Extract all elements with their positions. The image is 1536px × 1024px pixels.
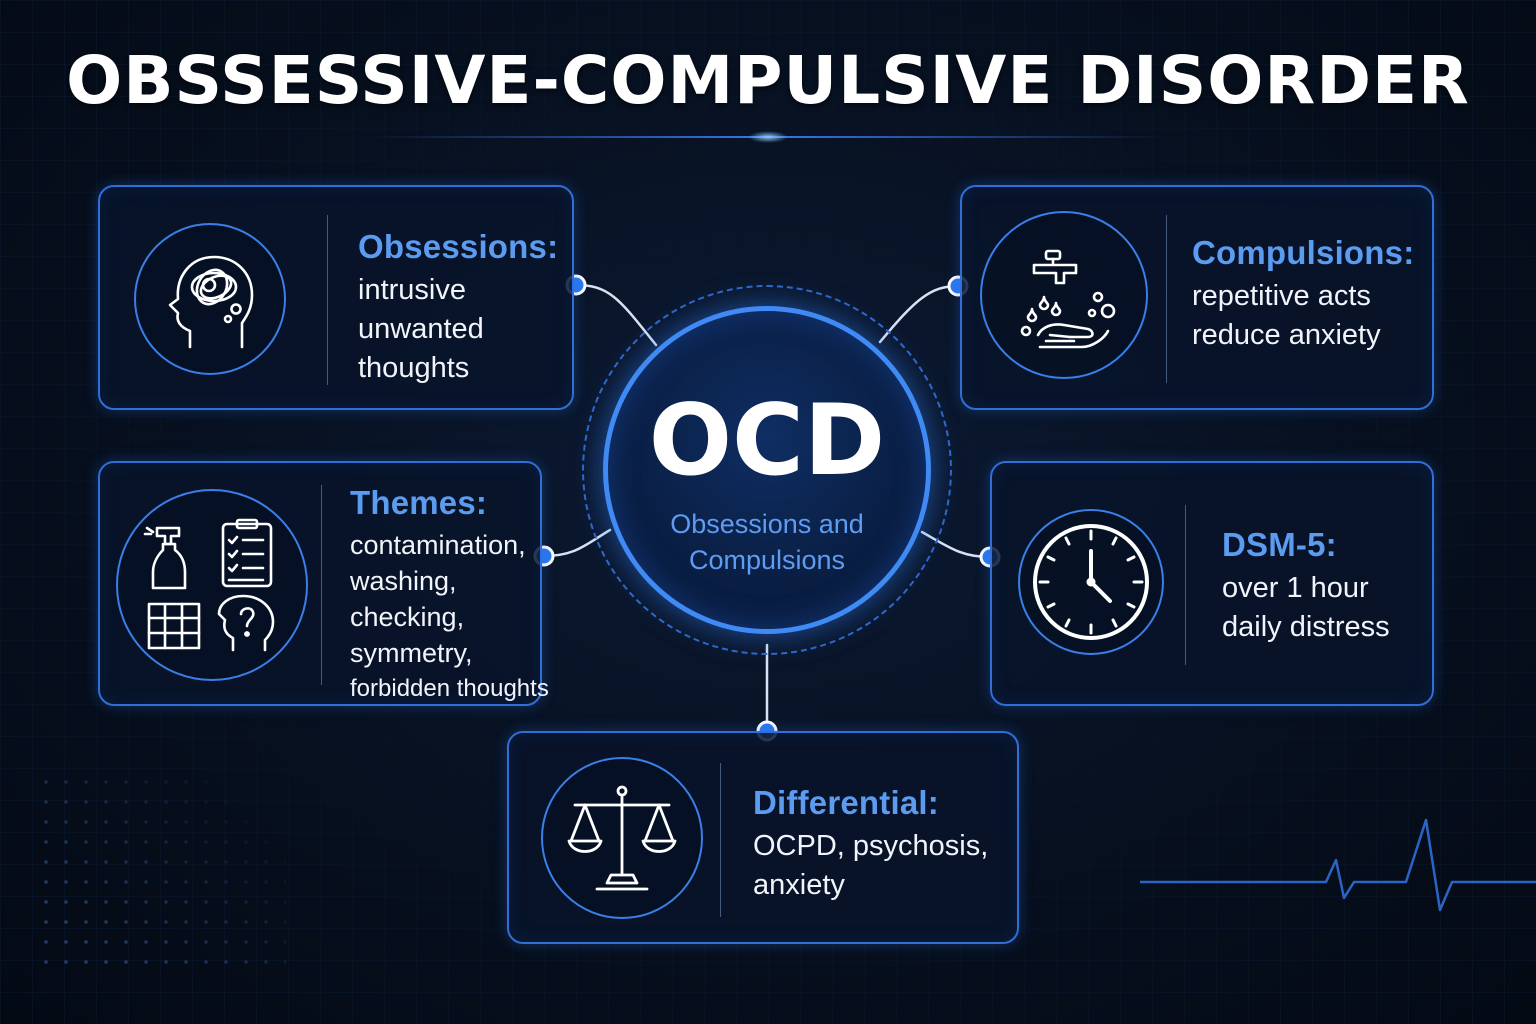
center-dashed-ring <box>582 285 952 655</box>
brain-head-icon <box>168 255 254 349</box>
card-heading: Differential: <box>753 784 939 821</box>
icon-circle-themes <box>116 489 308 681</box>
card-compulsions: Compulsions: repetitive acts reduce anxi… <box>960 185 1434 410</box>
checklist-icon <box>221 518 273 588</box>
card-line: contamination, <box>350 530 526 560</box>
card-text-differential: Differential: OCPD, psychosis, anxiety <box>753 783 988 905</box>
scales-icon <box>567 785 677 891</box>
card-heading: Obsessions: <box>358 228 559 265</box>
card-line: intrusive <box>358 274 466 306</box>
center-subtitle-line: Compulsions <box>688 545 846 575</box>
card-divider <box>720 763 721 917</box>
spray-bottle-icon <box>143 526 187 590</box>
card-text-compulsions: Compulsions: repetitive acts reduce anxi… <box>1192 233 1414 355</box>
question-head-icon <box>217 594 275 652</box>
icon-circle-obsessions <box>134 223 286 375</box>
heartbeat-line <box>1140 818 1536 912</box>
grid-icon <box>147 602 201 650</box>
card-line: anxiety <box>753 869 845 901</box>
themes-icon-group <box>143 518 275 652</box>
card-line: over 1 hour <box>1222 572 1369 604</box>
card-heading: DSM-5: <box>1222 526 1337 563</box>
center-disc <box>603 306 931 634</box>
card-themes: Themes: contamination, washing, checking… <box>98 461 549 706</box>
card-line: daily distress <box>1222 611 1390 643</box>
card-differential: Differential: OCPD, psychosis, anxiety <box>507 731 1019 944</box>
card-line: repetitive acts <box>1192 280 1371 312</box>
card-obsessions: Obsessions: intrusive unwanted thoughts <box>98 185 574 410</box>
clock-icon <box>1033 524 1149 640</box>
card-line: forbidden thoughts <box>350 675 549 702</box>
icon-circle-dsm5 <box>1018 509 1164 655</box>
card-line: washing, <box>350 566 457 596</box>
card-line: symmetry, <box>350 638 473 668</box>
card-line: thoughts <box>358 352 470 384</box>
page-title: OBSSESSIVE-COMPULSIVE DISORDER <box>66 42 1470 119</box>
card-line: reduce anxiety <box>1192 319 1381 351</box>
icon-circle-compulsions <box>980 211 1148 379</box>
card-heading: Themes: <box>350 484 488 521</box>
card-line: OCPD, psychosis, <box>753 830 989 862</box>
handwashing-icon <box>1020 249 1116 349</box>
card-text-themes: Themes: contamination, washing, checking… <box>350 483 549 707</box>
card-heading: Compulsions: <box>1192 234 1415 271</box>
card-line: checking, <box>350 602 465 632</box>
card-divider <box>1185 505 1186 665</box>
card-line: unwanted <box>358 313 484 345</box>
title-glow <box>748 131 788 143</box>
center-subtitle: Obsessions and Compulsions <box>603 506 931 578</box>
center-subtitle-line: Obsessions and <box>670 509 864 539</box>
card-divider <box>321 485 322 685</box>
center-label: OCD <box>648 384 886 498</box>
icon-circle-differential <box>541 757 703 919</box>
card-divider <box>327 215 328 385</box>
card-text-obsessions: Obsessions: intrusive unwanted thoughts <box>358 227 558 388</box>
card-divider <box>1166 215 1167 383</box>
background-dots <box>36 772 286 972</box>
card-dsm5: DSM-5: over 1 hour daily distress <box>990 461 1434 706</box>
card-text-dsm5: DSM-5: over 1 hour daily distress <box>1222 525 1390 647</box>
